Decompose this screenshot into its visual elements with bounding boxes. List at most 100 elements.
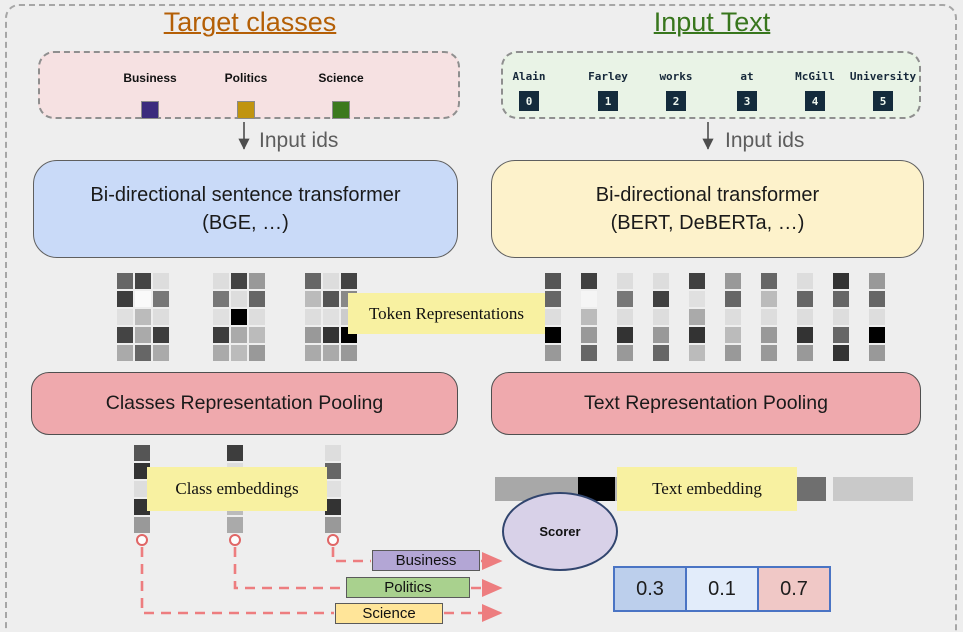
matrix-cell [323,309,339,325]
token-text: works [659,70,693,83]
token-id-box: 5 [873,91,893,111]
matrix-cell [689,273,705,289]
matrix-cell [581,291,597,307]
class-encoder-line1: Bi-directional sentence transformer [90,184,401,206]
text-pooling-box: Text Representation Pooling [491,372,921,435]
target-classes-panel: Business Politics Science [38,51,460,119]
matrix-cell [725,327,741,343]
matrix-cell [117,273,133,289]
matrix-cell [689,309,705,325]
matrix-cell [117,345,133,361]
matrix-cell [134,517,150,533]
text-token-column [545,273,561,361]
matrix-cell [323,291,339,307]
matrix-cell [653,327,669,343]
matrix-cell [135,309,151,325]
matrix-cell [305,291,321,307]
classes-pooling-box: Classes Representation Pooling [31,372,458,435]
matrix-cell [153,273,169,289]
matrix-cell [323,327,339,343]
matrix-cell [153,327,169,343]
score-cell: 0.7 [757,566,831,612]
target-classes-title: Target classes [163,7,337,37]
matrix-cell [653,309,669,325]
text-token-column [797,273,813,361]
input-token: McGill 4 [777,70,853,111]
token-representations-label: Token Representations [348,293,545,334]
matrix-cell [231,327,247,343]
target-class-item: Politics [206,71,286,119]
text-token-column [833,273,849,361]
matrix-cell [231,309,247,325]
token-text: at [740,70,754,83]
text-token-column [725,273,741,361]
class-embeddings-label: Class embeddings [147,467,327,511]
matrix-cell [305,273,321,289]
matrix-cell [797,327,813,343]
matrix-cell [249,291,265,307]
class-embedding-column [325,445,341,533]
class-color-swatch [141,101,159,119]
input-text-title: Input Text [653,7,771,37]
matrix-cell [581,273,597,289]
class-tag-business: Business [372,550,480,571]
matrix-cell [725,291,741,307]
matrix-cell [325,517,341,533]
matrix-cell [869,327,885,343]
text-embedding-segment [795,477,826,501]
score-cell: 0.1 [685,566,759,612]
input-ids-label-left: Input ids [259,129,339,152]
matrix-cell [134,463,150,479]
score-cell: 0.3 [613,566,687,612]
text-token-column [581,273,597,361]
token-id-box: 4 [805,91,825,111]
matrix-cell [725,273,741,289]
matrix-cell [134,445,150,461]
target-class-label: Business [123,71,177,85]
matrix-cell [869,291,885,307]
matrix-cell [797,291,813,307]
target-class-label: Science [318,71,364,85]
class-connector-lines [140,547,503,623]
matrix-cell [323,273,339,289]
class-encoder-box: Bi-directional sentence transformer (BGE… [33,160,458,258]
input-ids-label-right: Input ids [725,129,805,152]
text-token-column [617,273,633,361]
matrix-cell [249,273,265,289]
matrix-cell [249,309,265,325]
matrix-cell [231,345,247,361]
matrix-cell [617,309,633,325]
matrix-cell [833,273,849,289]
matrix-cell [869,345,885,361]
input-token: University 5 [845,70,921,111]
matrix-cell [833,309,849,325]
target-class-item: Science [301,71,381,119]
matrix-cell [761,327,777,343]
matrix-cell [869,273,885,289]
matrix-cell [617,291,633,307]
matrix-cell [213,327,229,343]
token-text: Alain [512,70,546,83]
token-text: University [849,70,917,83]
class-embedding-column [134,445,150,533]
text-token-column [869,273,885,361]
matrix-cell [325,463,341,479]
token-id-box: 0 [519,91,539,111]
text-encoder-box: Bi-directional transformer (BERT, DeBERT… [491,160,924,258]
text-token-column [689,273,705,361]
matrix-cell [305,345,321,361]
matrix-cell [117,327,133,343]
matrix-cell [135,327,151,343]
text-encoder-line1: Bi-directional transformer [595,184,820,206]
input-token: Alain 0 [491,70,567,111]
matrix-cell [231,291,247,307]
matrix-cell [545,309,561,325]
text-token-column [653,273,669,361]
token-text: McGill [795,70,835,83]
matrix-cell [135,345,151,361]
text-encoder-line2: (BERT, DeBERTa, …) [610,212,805,234]
matrix-cell [581,309,597,325]
